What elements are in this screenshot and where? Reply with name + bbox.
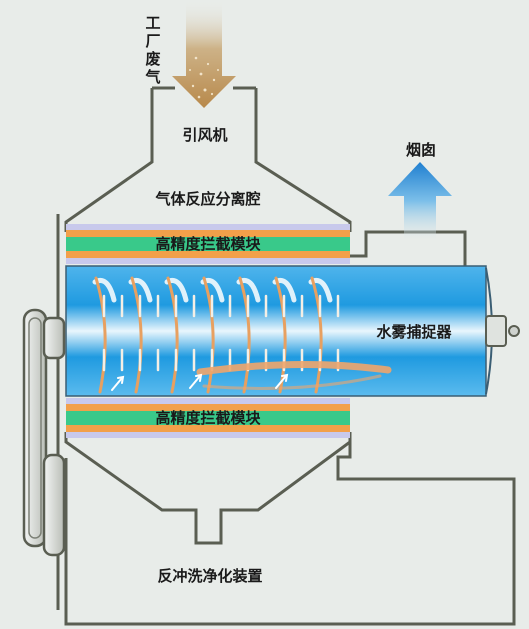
- rotating-drum: [65, 265, 520, 397]
- label-separation-chamber: 气体反应分离腔: [154, 190, 260, 208]
- label-waste-gas-char-3: 废: [145, 50, 160, 68]
- label-backwash-device: 反冲洗净化装置: [157, 567, 262, 585]
- label-interception-module-bottom: 高精度拦截模块: [155, 409, 261, 427]
- hood-left-wall: [64, 88, 154, 232]
- label-chimney: 烟囱: [406, 141, 436, 159]
- backwash-duct: [64, 442, 516, 626]
- exhaust-box: [350, 230, 467, 268]
- outlet-arrow: [388, 162, 452, 240]
- label-waste-gas: 工 厂 废 气: [144, 14, 160, 86]
- label-waste-gas-char-2: 厂: [145, 32, 160, 50]
- spiral-blades: [92, 276, 392, 394]
- drum-right-bearing: [485, 315, 507, 347]
- label-interception-module-top: 高精度拦截模块: [155, 235, 261, 253]
- label-water-mist-catcher: 水雾捕捉器: [376, 323, 452, 341]
- label-fan: 引风机: [182, 126, 227, 144]
- interception-module-top: [66, 224, 350, 264]
- label-waste-gas-char-1: 工: [145, 14, 160, 32]
- hood-right-wall: [254, 88, 352, 232]
- hopper: [64, 432, 352, 545]
- drive-pulley: [22, 308, 66, 557]
- interception-module-bottom: [66, 398, 350, 438]
- inlet-arrow: [172, 0, 236, 108]
- label-waste-gas-char-4: 气: [144, 68, 160, 86]
